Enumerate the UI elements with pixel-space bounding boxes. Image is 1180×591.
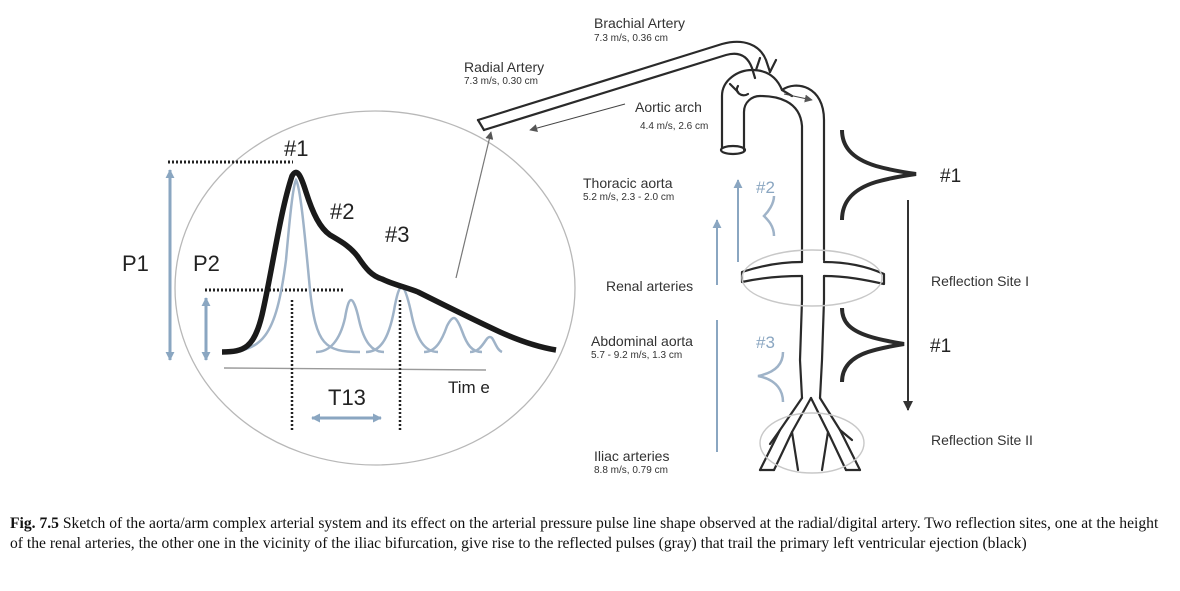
radial-pointer-line — [455, 131, 494, 279]
pulse-plot-ellipse — [174, 110, 576, 466]
arterial-system-diagram: P1 P2 T13 #1 #2 #3 Tim e — [122, 15, 1033, 476]
iliac-spec: 8.8 m/s, 0.79 cm — [594, 465, 668, 476]
p2-label: P2 — [193, 251, 220, 276]
figure-caption: Fig. 7.5 Sketch of the aorta/arm complex… — [10, 514, 1168, 554]
brachial-spec: 7.3 m/s, 0.36 cm — [594, 33, 668, 44]
time-axis-label: Tim e — [448, 378, 490, 397]
reflected-pulse-small-lower — [757, 351, 785, 403]
peak-label-2: #2 — [330, 199, 354, 224]
abdominal-spec: 5.7 - 9.2 m/s, 1.3 cm — [591, 350, 682, 361]
marker-right-lower: #1 — [930, 336, 951, 357]
marker-left-upper: #2 — [756, 178, 775, 197]
peak-label-3: #3 — [385, 222, 409, 247]
reflection-site-1-ring — [741, 249, 883, 307]
primary-pulse-curve — [221, 169, 557, 355]
radial-spec: 7.3 m/s, 0.30 cm — [464, 76, 538, 87]
time-axis — [223, 367, 487, 371]
t13-label: T13 — [328, 385, 366, 410]
reflection-site-2-label: Reflection Site II — [931, 432, 1033, 448]
arch-spec: 4.4 m/s, 2.6 cm — [640, 121, 708, 132]
reflected-pulse-2 — [315, 298, 385, 354]
brachial-name: Brachial Artery — [594, 15, 685, 31]
abdominal-name: Abdominal aorta — [591, 333, 693, 349]
thoracic-name: Thoracic aorta — [583, 175, 673, 191]
marker-left-lower: #3 — [756, 333, 775, 352]
reflection-site-2-ring — [759, 412, 865, 474]
marker-right-upper: #1 — [940, 166, 961, 187]
primary-pulse-lower — [840, 307, 905, 383]
reflection-site-1-label: Reflection Site I — [931, 273, 1029, 289]
renal-name: Renal arteries — [606, 278, 693, 294]
primary-pulse-upper — [840, 129, 917, 221]
reflected-pulse-5 — [469, 335, 503, 354]
radial-flow-arrow — [529, 103, 626, 132]
arch-flow-arrow — [783, 93, 813, 103]
arch-name: Aortic arch — [635, 99, 702, 115]
iliac-name: Iliac arteries — [594, 448, 669, 464]
peak-label-1: #1 — [284, 136, 308, 161]
figure-caption-label: Fig. 7.5 — [10, 515, 59, 532]
reflected-pulse-small-upper — [762, 195, 776, 237]
figure-caption-text: Sketch of the aorta/arm complex arterial… — [10, 515, 1159, 552]
reflected-pulse-4 — [423, 316, 483, 354]
reflected-pulse-1 — [221, 177, 361, 354]
thoracic-spec: 5.2 m/s, 2.3 - 2.0 cm — [583, 192, 674, 203]
radial-name: Radial Artery — [464, 59, 544, 75]
p1-label: P1 — [122, 251, 149, 276]
arterial-tree — [476, 40, 886, 472]
